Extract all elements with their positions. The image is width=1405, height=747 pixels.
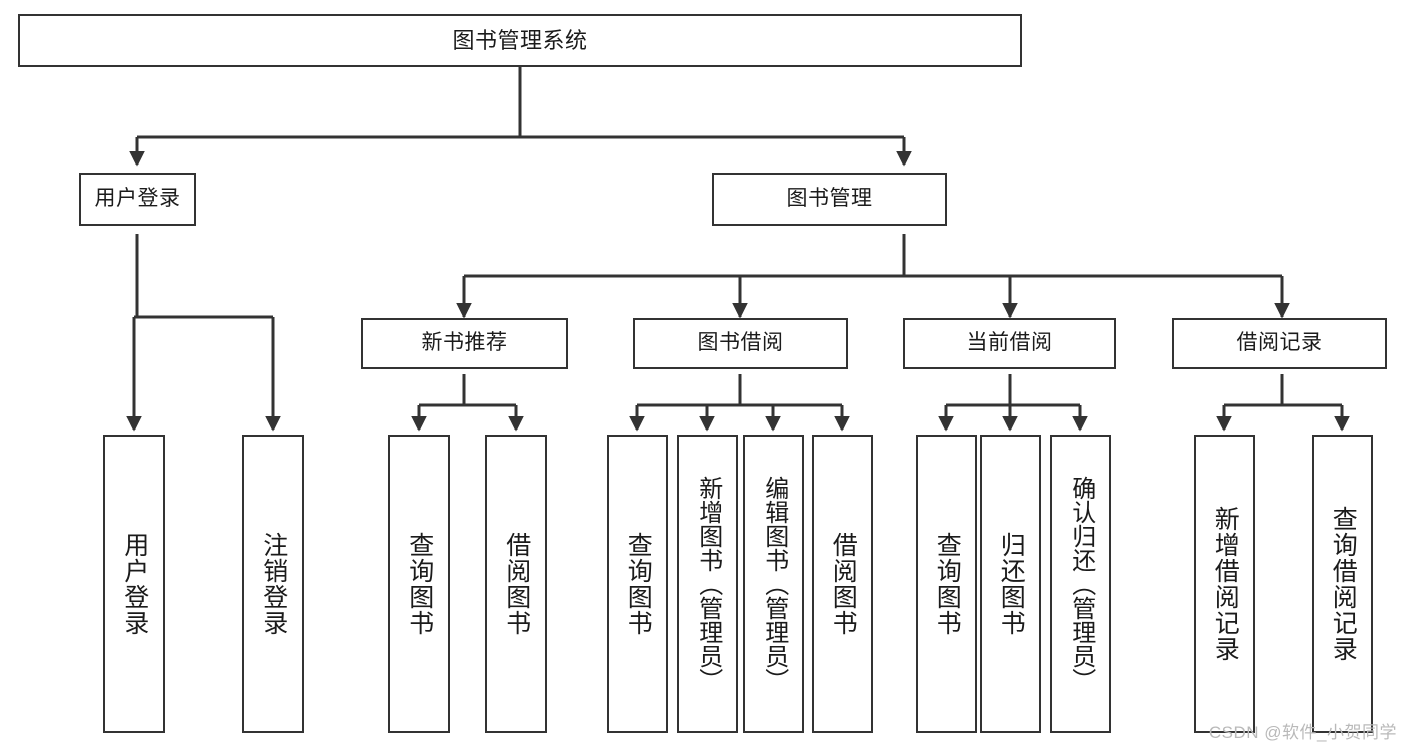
node-book-management[interactable]: 图书管理 [712,173,947,226]
watermark-text: CSDN @软件_小贺同学 [1208,723,1397,742]
node-label: 新增借阅记录 [1211,506,1240,662]
leaf-cb-query-book[interactable]: 查询图书 [916,435,977,733]
node-new-book-recommend[interactable]: 新书推荐 [361,318,568,369]
node-label: 新增图书（管理员） [694,476,722,692]
node-label: 借阅图书 [829,532,858,636]
node-label: 查询图书 [933,532,962,636]
leaf-logout[interactable]: 注销登录 [242,435,304,733]
node-label: 借阅图书 [502,532,531,636]
node-label: 新书推荐 [421,331,508,355]
node-label: 图书管理 [786,187,873,211]
node-book-borrow[interactable]: 图书借阅 [633,318,848,369]
node-label: 查询图书 [405,532,434,636]
node-label: 当前借阅 [966,331,1053,355]
node-label: 查询图书 [624,532,653,636]
leaf-bb-borrow-book[interactable]: 借阅图书 [812,435,873,733]
leaf-bb-query-book[interactable]: 查询图书 [607,435,668,733]
node-current-borrow[interactable]: 当前借阅 [903,318,1116,369]
node-label: 确认归还（管理员） [1067,476,1095,692]
leaf-br-query-record[interactable]: 查询借阅记录 [1312,435,1373,733]
leaf-cb-return-book[interactable]: 归还图书 [980,435,1041,733]
node-label: 编辑图书（管理员） [760,476,788,692]
node-label: 归还图书 [997,532,1026,636]
node-borrow-record[interactable]: 借阅记录 [1172,318,1387,369]
leaf-br-add-record[interactable]: 新增借阅记录 [1194,435,1255,733]
leaf-nb-query-book[interactable]: 查询图书 [388,435,450,733]
leaf-bb-add-book-admin[interactable]: 新增图书（管理员） [677,435,738,733]
node-root-system[interactable]: 图书管理系统 [18,14,1022,67]
leaf-bb-edit-book-admin[interactable]: 编辑图书（管理员） [743,435,804,733]
leaf-cb-confirm-return-admin[interactable]: 确认归还（管理员） [1050,435,1111,733]
node-label: 图书借阅 [697,331,784,355]
node-user-login[interactable]: 用户登录 [79,173,196,226]
node-label: 查询借阅记录 [1329,506,1358,662]
node-label: 图书管理系统 [452,27,588,53]
node-label: 注销登录 [259,532,288,636]
node-label: 用户登录 [94,187,181,211]
leaf-nb-borrow-book[interactable]: 借阅图书 [485,435,547,733]
leaf-user-login[interactable]: 用户登录 [103,435,165,733]
node-label: 借阅记录 [1236,331,1323,355]
node-label: 用户登录 [120,532,149,636]
